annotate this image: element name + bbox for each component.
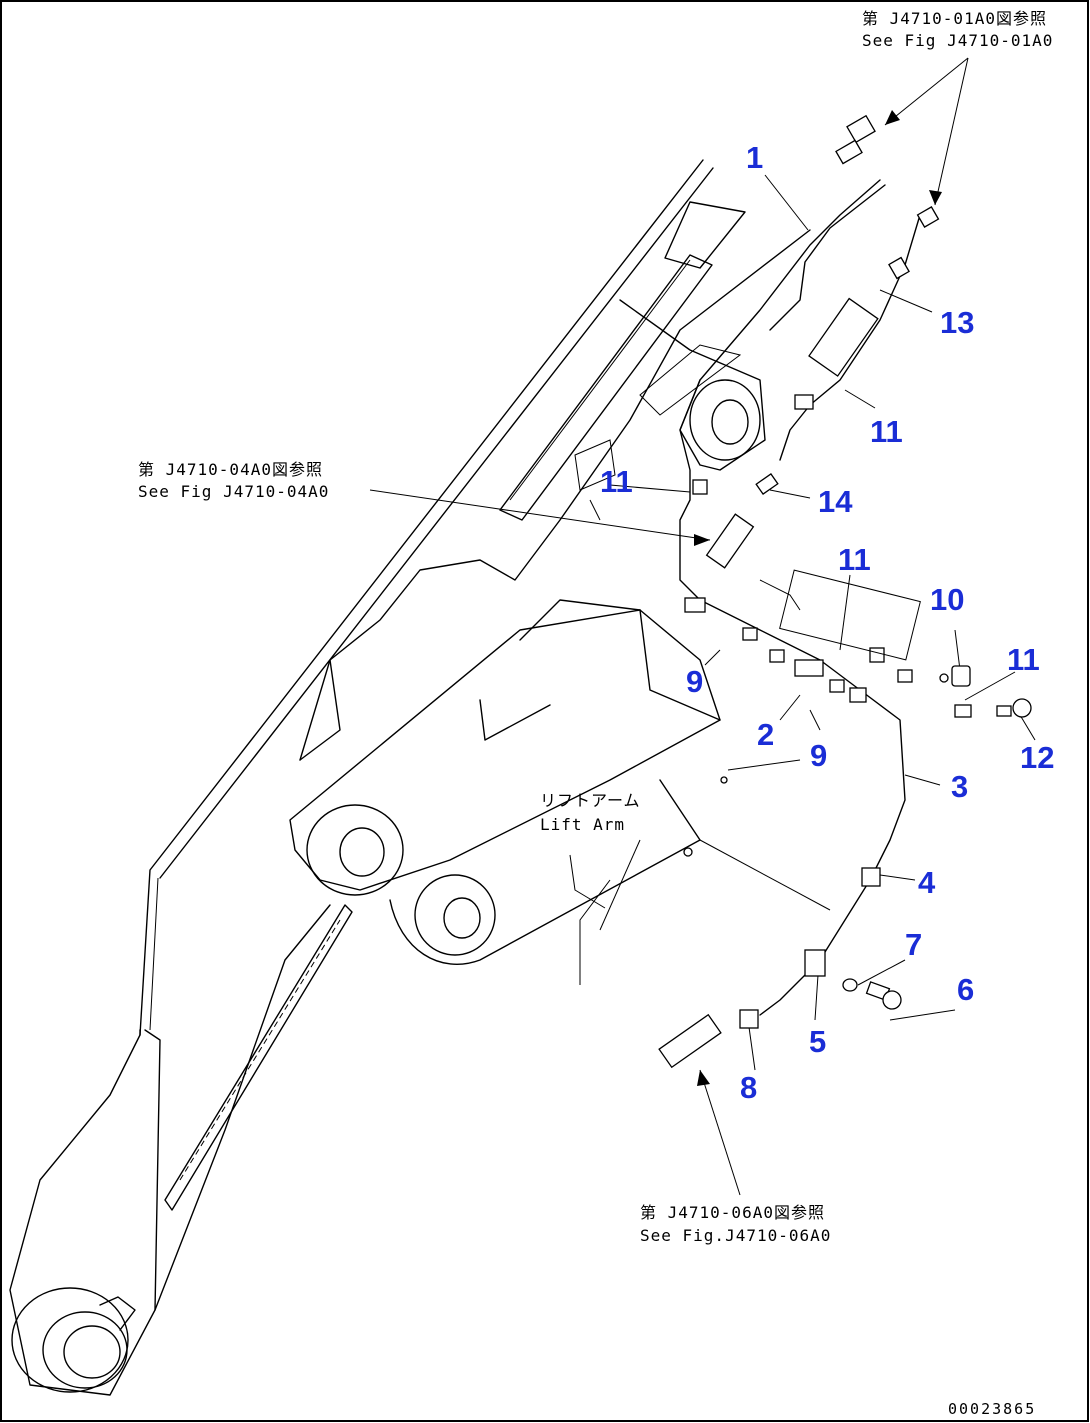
callout-6: 6: [957, 972, 974, 1007]
lift-arm-outline: [9, 159, 811, 1396]
part-connector-top: [846, 114, 876, 144]
ref-bottom-en: See Fig.J4710-06A0: [640, 1226, 831, 1245]
ref-top-jp: 第 J4710-01A0図参照: [862, 9, 1047, 28]
ref-top-en: See Fig J4710-01A0: [862, 31, 1053, 50]
callout-1: 1: [746, 140, 763, 175]
callout-5: 5: [809, 1024, 826, 1059]
callout-9a: 9: [686, 664, 703, 699]
callout-2: 2: [757, 717, 774, 752]
part-7-washer: [842, 978, 858, 992]
callout-11c: 11: [838, 542, 871, 577]
part-2-adapter: [794, 659, 824, 677]
parts: [658, 114, 1032, 1069]
ref-bottom-jp: 第 J4710-06A0図参照: [640, 1203, 825, 1222]
upper-pin-boss: [306, 804, 404, 896]
part-13-bracket: [808, 297, 879, 377]
callout-11b: 11: [600, 464, 633, 499]
callout-4: 4: [918, 865, 936, 900]
drawing-code: 00023865: [948, 1400, 1036, 1418]
part-10-clamp: [951, 665, 971, 687]
ref-left-en: See Fig J4710-04A0: [138, 482, 329, 501]
sensor-plug: [658, 1013, 722, 1069]
callout-7: 7: [905, 927, 922, 962]
callout-9b: 9: [810, 738, 827, 773]
part-5-clamp: [804, 949, 826, 977]
part-8-fitting: [739, 1009, 759, 1029]
lift-arm-label-en: Lift Arm: [540, 815, 625, 834]
lift-arm-label-jp: リフトアーム: [540, 791, 641, 810]
part-14-fitting: [755, 473, 779, 495]
callout-3: 3: [951, 769, 968, 804]
ref-left-jp: 第 J4710-04A0図参照: [138, 460, 323, 479]
part-4-clamp: [861, 867, 881, 887]
callout-12: 12: [1020, 740, 1054, 775]
callout-11a: 11: [870, 414, 903, 449]
callout-8: 8: [740, 1070, 757, 1105]
lower-pin-boss: [11, 1287, 129, 1393]
reference-arrows: [369, 57, 969, 1196]
callout-10: 10: [930, 582, 964, 617]
callout-14: 14: [818, 484, 853, 519]
callout-13: 13: [940, 305, 974, 340]
part-12-bolt: [996, 705, 1012, 717]
callout-11d: 11: [1007, 642, 1040, 677]
